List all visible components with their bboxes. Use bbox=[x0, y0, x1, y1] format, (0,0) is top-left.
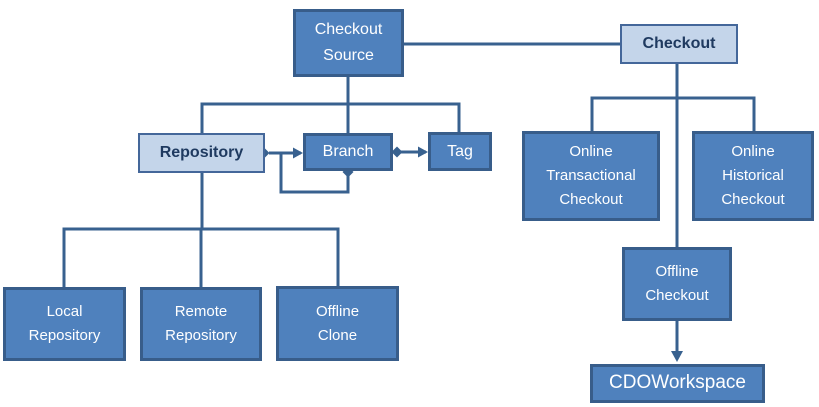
node-checkout-source: Checkout Source bbox=[293, 9, 404, 77]
node-offline-clone-label: Offline Clone bbox=[315, 302, 360, 344]
node-local-repository: Local Repository bbox=[3, 287, 126, 361]
node-checkout-label: Checkout bbox=[642, 35, 716, 53]
node-online-historical-checkout: Online Historical Checkout bbox=[692, 131, 814, 221]
node-tag-label: Tag bbox=[447, 142, 473, 160]
edge-branch-self-loop bbox=[279, 153, 350, 194]
node-cdoworkspace-label: CDOWorkspace bbox=[609, 372, 746, 394]
node-repository: Repository bbox=[138, 133, 265, 173]
node-online-historical-checkout-label: Online Historical Checkout bbox=[721, 143, 785, 208]
node-checkout-source-label: Checkout Source bbox=[314, 21, 383, 64]
node-branch-label: Branch bbox=[322, 143, 374, 161]
node-cdoworkspace: CDOWorkspace bbox=[590, 364, 765, 403]
arrowhead-icon bbox=[671, 351, 683, 362]
node-online-transactional-checkout-label: Online Transactional Checkout bbox=[546, 143, 636, 208]
node-online-transactional-checkout: Online Transactional Checkout bbox=[522, 131, 660, 221]
arrowhead-icon bbox=[293, 147, 303, 159]
node-offline-checkout-label: Offline Checkout bbox=[645, 263, 709, 304]
containment-diamond-icon bbox=[391, 146, 403, 158]
node-remote-repository: Remote Repository bbox=[140, 287, 262, 361]
arrowhead-icon bbox=[418, 146, 428, 158]
node-repository-label: Repository bbox=[159, 144, 244, 162]
edge-bus-repository-tag bbox=[200, 102, 461, 133]
node-offline-clone: Offline Clone bbox=[276, 286, 399, 361]
edge-bus-online-checkouts bbox=[590, 96, 756, 131]
node-tag: Tag bbox=[428, 132, 492, 171]
node-offline-checkout: Offline Checkout bbox=[622, 247, 732, 321]
node-checkout: Checkout bbox=[620, 24, 738, 64]
node-branch: Branch bbox=[303, 133, 393, 171]
node-remote-repository-label: Remote Repository bbox=[165, 303, 237, 344]
node-local-repository-label: Local Repository bbox=[28, 303, 101, 344]
